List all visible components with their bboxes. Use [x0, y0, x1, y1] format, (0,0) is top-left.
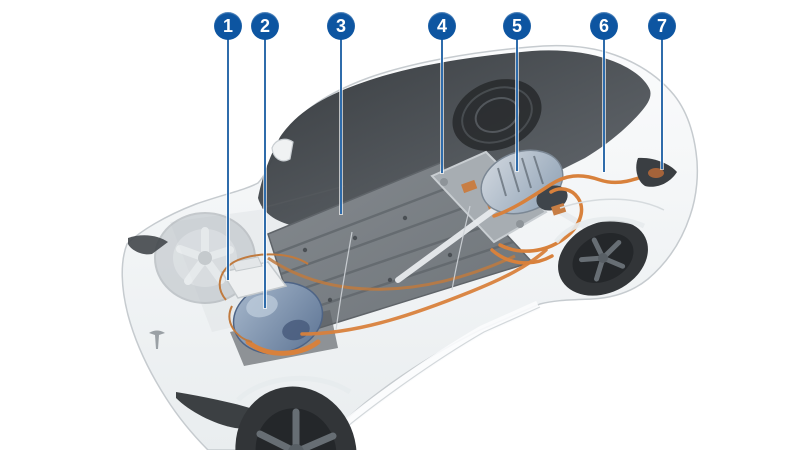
callout-marker-7: 7: [648, 12, 676, 40]
callout-line-6: [603, 26, 605, 172]
high-voltage-cable-run: [300, 248, 548, 336]
glass-roof: [258, 50, 651, 230]
callout-marker-3: 3: [327, 12, 355, 40]
callout-line-4: [441, 26, 443, 173]
callout-line-3: [340, 26, 342, 214]
rear-wheel: [553, 216, 648, 296]
front-wheel: [235, 375, 357, 450]
front-drive-unit: [218, 253, 338, 366]
rear-drive-unit: [480, 149, 568, 216]
charge-port-cables: [490, 170, 657, 265]
callout-marker-2: 2: [251, 12, 279, 40]
charge-port: [648, 168, 664, 178]
side-mirror: [271, 138, 294, 162]
callout-marker-6: 6: [590, 12, 618, 40]
callout-line-1: [227, 26, 229, 280]
callout-line-7: [661, 26, 663, 169]
tesla-t-logo: [149, 330, 165, 349]
far-front-wheel-ghost: [154, 212, 256, 304]
headlight: [128, 235, 168, 255]
callout-line-5: [516, 26, 518, 171]
callout-marker-5: 5: [503, 12, 531, 40]
callout-marker-4: 4: [428, 12, 456, 40]
callout-line-2: [264, 26, 266, 308]
callout-marker-1: 1: [214, 12, 242, 40]
